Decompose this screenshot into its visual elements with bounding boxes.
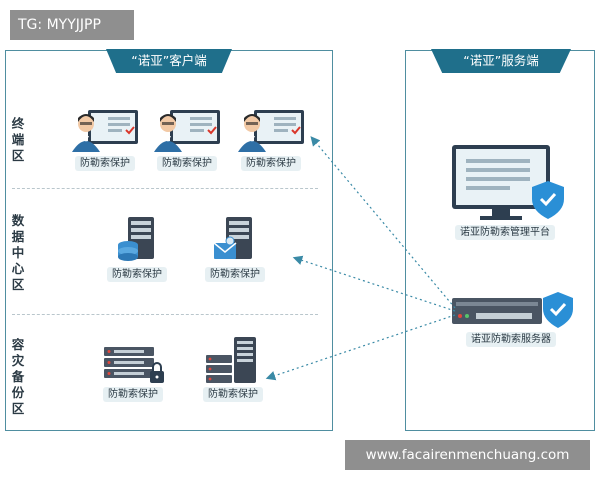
user-monitor-icon bbox=[154, 110, 220, 152]
datacenter-node: 防勒索保护 bbox=[190, 215, 280, 282]
terminal-node: 防勒索保护 bbox=[142, 108, 232, 171]
node-label: 防勒索保护 bbox=[205, 267, 265, 282]
backup-node: 防勒索保护 bbox=[188, 335, 278, 402]
server-shield-icon bbox=[452, 292, 573, 328]
datacenter-node: 防勒索保护 bbox=[92, 215, 182, 282]
user-monitor-icon bbox=[238, 110, 304, 152]
zone-divider bbox=[12, 314, 318, 315]
node-label: 诺亚防勒索管理平台 bbox=[455, 225, 555, 240]
rack-server-lock-icon bbox=[104, 347, 164, 383]
node-label: 防勒索保护 bbox=[75, 156, 135, 171]
management-monitor-shield-icon bbox=[452, 145, 564, 220]
zone-label-terminal: 终端区 bbox=[11, 116, 25, 163]
server-mail-icon bbox=[213, 217, 252, 259]
terminal-node: 防勒索保护 bbox=[60, 108, 150, 171]
server-panel-title: “诺亚”服务端 bbox=[431, 49, 571, 73]
terminal-node: 防勒索保护 bbox=[226, 108, 316, 171]
management-platform-node: 诺亚防勒索管理平台 bbox=[440, 143, 570, 240]
server-panel: “诺亚”服务端 bbox=[405, 49, 595, 431]
node-label: 诺亚防勒索服务器 bbox=[466, 332, 556, 347]
zone-label-backup: 容灾备份区 bbox=[11, 337, 25, 416]
node-label: 防勒索保护 bbox=[157, 156, 217, 171]
backup-node: 防勒索保护 bbox=[88, 343, 178, 402]
node-label: 防勒索保护 bbox=[107, 267, 167, 282]
watermark-url: www.facairenmenchuang.com bbox=[345, 440, 590, 470]
server-database-icon bbox=[118, 217, 154, 261]
zone-label-datacenter: 数据中心区 bbox=[11, 213, 25, 292]
node-label: 防勒索保护 bbox=[241, 156, 301, 171]
ransomware-server-node: 诺亚防勒索服务器 bbox=[446, 290, 576, 347]
node-label: 防勒索保护 bbox=[103, 387, 163, 402]
node-label: 防勒索保护 bbox=[203, 387, 263, 402]
user-monitor-icon bbox=[72, 110, 138, 152]
client-panel-title: “诺亚”客户端 bbox=[106, 49, 232, 73]
zone-divider bbox=[12, 188, 318, 189]
rack-tower-server-icon bbox=[206, 337, 256, 383]
watermark-tag: TG: MYYJJPP bbox=[10, 10, 134, 40]
